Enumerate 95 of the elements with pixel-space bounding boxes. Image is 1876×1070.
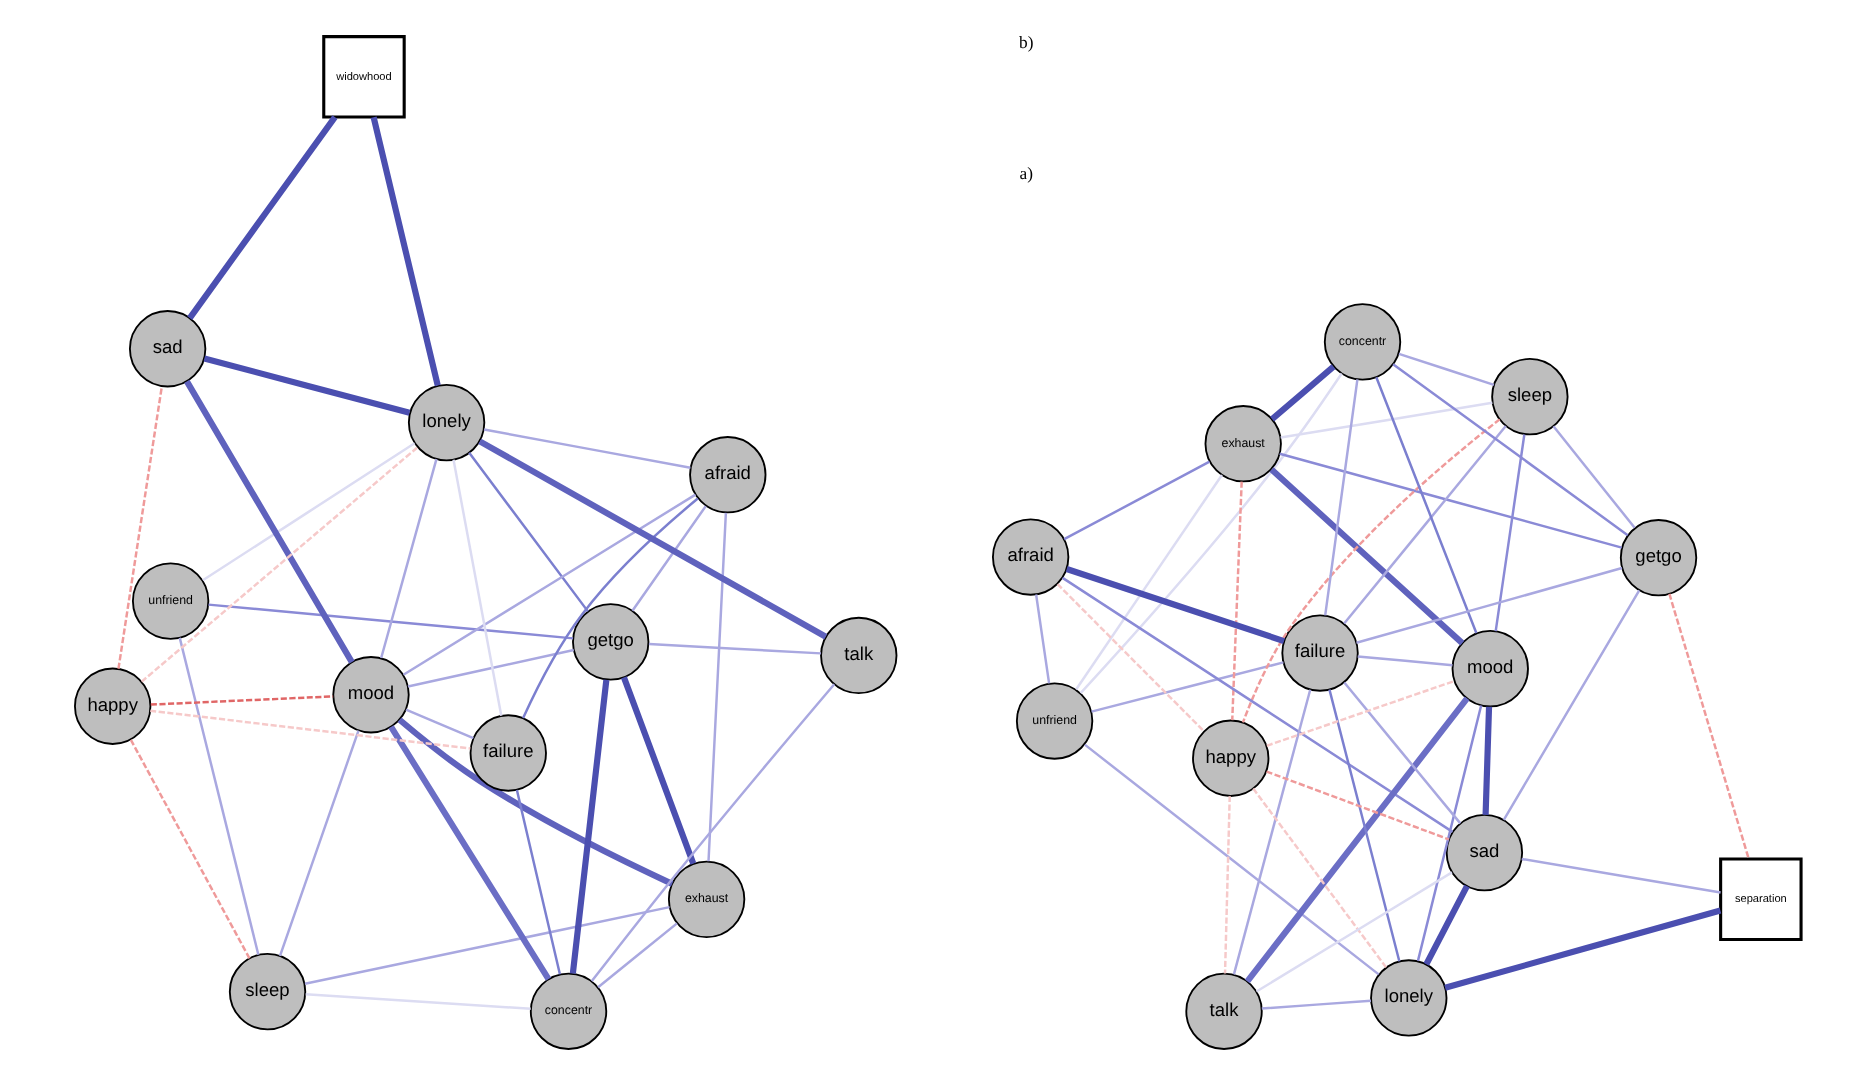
connector bbox=[515, 789, 562, 975]
connector bbox=[1357, 655, 1453, 667]
connector bbox=[1343, 681, 1462, 825]
node-circle: sleep bbox=[228, 953, 307, 1031]
connector bbox=[402, 493, 697, 676]
connector bbox=[1261, 999, 1372, 1010]
node-circle: mood bbox=[1451, 629, 1529, 708]
connector bbox=[631, 505, 707, 612]
node-circle: sad bbox=[128, 310, 207, 388]
connector bbox=[178, 637, 260, 956]
connector bbox=[478, 438, 828, 640]
connector bbox=[1223, 796, 1231, 974]
connector bbox=[278, 730, 360, 957]
connector bbox=[1063, 460, 1211, 541]
connector bbox=[370, 116, 441, 387]
node-circle: talk bbox=[820, 616, 898, 695]
node-circle: sad bbox=[1445, 814, 1524, 892]
node-circle: afraid bbox=[689, 436, 767, 514]
label: a) bbox=[1019, 162, 1034, 183]
connector bbox=[1034, 594, 1051, 684]
connector bbox=[1255, 871, 1453, 993]
connector bbox=[1252, 787, 1388, 969]
connector bbox=[1244, 696, 1470, 984]
node-circle: talk bbox=[1185, 972, 1263, 1050]
connector bbox=[1494, 434, 1526, 632]
connector bbox=[597, 922, 678, 989]
connector bbox=[1084, 743, 1380, 976]
connector bbox=[1266, 679, 1455, 747]
connector bbox=[1343, 425, 1507, 625]
connector bbox=[1266, 770, 1450, 841]
node-circle: mood bbox=[332, 656, 410, 734]
connector bbox=[1232, 689, 1312, 975]
connector bbox=[407, 648, 575, 688]
connector bbox=[1231, 481, 1243, 721]
connector bbox=[1444, 907, 1722, 991]
node-circle: getgo bbox=[1619, 519, 1698, 597]
connector bbox=[1668, 593, 1750, 859]
connector bbox=[1502, 589, 1641, 821]
connector bbox=[1375, 376, 1478, 634]
connector bbox=[1392, 363, 1629, 537]
connector bbox=[452, 459, 503, 716]
connector bbox=[590, 683, 836, 982]
connector bbox=[380, 458, 438, 659]
node-circle: happy bbox=[1192, 719, 1270, 797]
connector bbox=[1061, 576, 1454, 833]
connector bbox=[388, 725, 552, 981]
node-circle: getgo bbox=[572, 603, 650, 681]
node-circle: sleep bbox=[1491, 358, 1569, 436]
node-circle: lonely bbox=[407, 383, 486, 462]
connector bbox=[129, 739, 251, 959]
connector bbox=[405, 708, 474, 740]
connector bbox=[1269, 467, 1465, 646]
connector bbox=[1423, 884, 1470, 966]
connector bbox=[707, 512, 728, 862]
connector bbox=[1521, 857, 1721, 894]
node-circle: failure bbox=[1281, 614, 1359, 692]
connector bbox=[1416, 705, 1483, 962]
connector bbox=[621, 676, 697, 865]
connector bbox=[304, 905, 670, 985]
connector bbox=[1482, 706, 1493, 815]
connector bbox=[1279, 452, 1622, 549]
connector bbox=[397, 717, 674, 887]
connector bbox=[1056, 583, 1205, 733]
connector bbox=[522, 497, 699, 719]
node-circle: lonely bbox=[1370, 959, 1448, 1037]
connector bbox=[1328, 689, 1401, 962]
connector bbox=[150, 709, 471, 750]
connector bbox=[1091, 661, 1284, 713]
connector bbox=[202, 442, 416, 582]
connector bbox=[1270, 364, 1336, 422]
connector bbox=[305, 992, 531, 1011]
connector bbox=[1552, 425, 1636, 529]
connector bbox=[1241, 418, 1501, 723]
connector bbox=[1398, 352, 1495, 387]
connector bbox=[208, 603, 574, 640]
node-circle: afraid bbox=[992, 518, 1070, 596]
connector bbox=[1323, 379, 1359, 616]
connector bbox=[1356, 566, 1623, 644]
connector bbox=[1079, 372, 1343, 694]
node-circle: happy bbox=[74, 667, 152, 745]
connector bbox=[203, 355, 411, 416]
node-circle: failure bbox=[469, 714, 547, 792]
connector bbox=[1075, 474, 1223, 691]
connector bbox=[1280, 401, 1493, 439]
connector bbox=[117, 386, 164, 669]
label: b) bbox=[1019, 31, 1034, 52]
connector bbox=[648, 642, 821, 655]
connector bbox=[184, 379, 355, 664]
connector bbox=[468, 452, 589, 613]
connector bbox=[483, 428, 691, 469]
connector bbox=[140, 446, 419, 683]
connector bbox=[150, 695, 334, 706]
connector bbox=[187, 115, 338, 320]
connector bbox=[1065, 566, 1285, 645]
connector bbox=[569, 679, 610, 974]
